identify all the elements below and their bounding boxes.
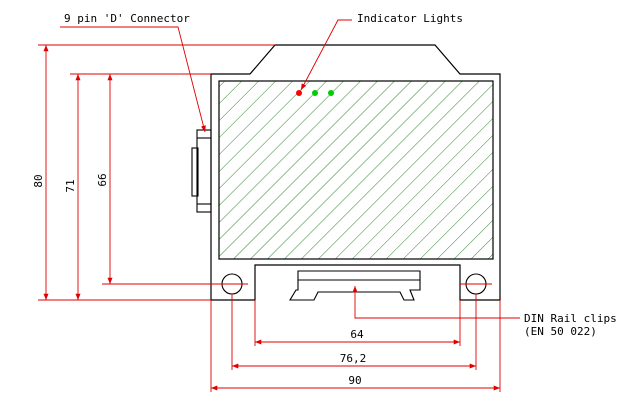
connector-label: 9 pin 'D' Connector — [64, 12, 190, 25]
dim-66: 66 — [96, 173, 109, 186]
indicator-light-red — [296, 90, 302, 96]
vertical-dimension-lines — [38, 44, 275, 301]
din-rail-label-line1: DIN Rail clips — [524, 312, 617, 325]
dim-76-2: 76,2 — [340, 352, 367, 365]
horizontal-dimension-lines — [210, 294, 501, 392]
dim-71: 71 — [64, 179, 77, 192]
indicator-light-green-1 — [312, 90, 318, 96]
indicator-lights — [296, 90, 334, 96]
indicator-light-green-2 — [328, 90, 334, 96]
d-connector — [191, 129, 212, 213]
indicator-lights-label: Indicator Lights — [357, 12, 463, 25]
din-rail-label-line2: (EN 50 022) — [524, 325, 597, 338]
dim-90: 90 — [348, 374, 361, 387]
dim-80: 80 — [32, 174, 45, 187]
front-panel — [218, 80, 494, 260]
leader-lines — [60, 19, 520, 319]
dim-64: 64 — [350, 328, 364, 341]
din-rail-clip — [289, 270, 421, 301]
